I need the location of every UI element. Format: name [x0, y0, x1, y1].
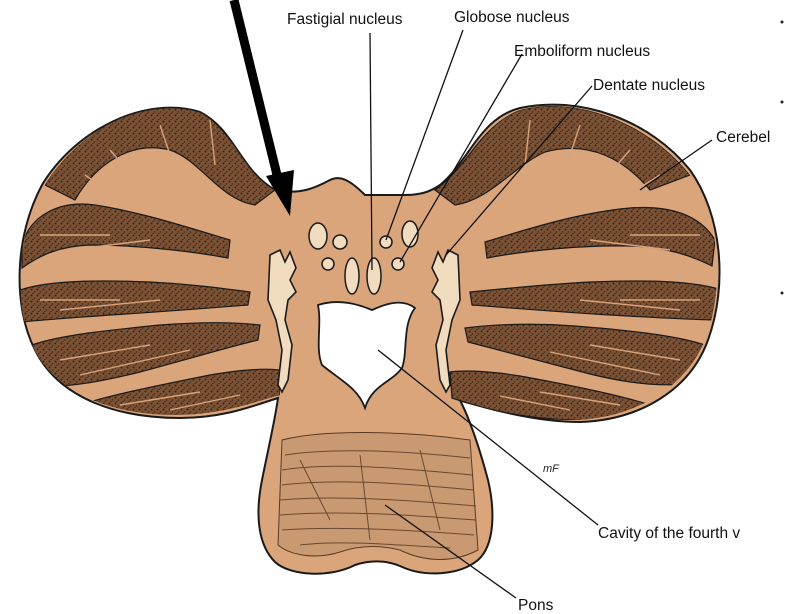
fastigial-nucleus-left — [345, 258, 359, 294]
globose-nucleus-left-1 — [333, 235, 347, 249]
globose-nucleus-right-1 — [380, 236, 392, 248]
emboliform-nucleus-right — [402, 221, 418, 247]
right-edge-marks — [781, 21, 784, 295]
globose-nucleus-left-2 — [322, 258, 334, 270]
label-dentate-nucleus: Dentate nucleus — [593, 77, 705, 94]
label-cerebellum: Cerebel — [716, 129, 770, 146]
emboliform-nucleus-left — [309, 223, 327, 249]
label-globose-nucleus: Globose nucleus — [454, 9, 570, 26]
label-emboliform-nucleus: Emboliform nucleus — [514, 43, 650, 60]
fastigial-nucleus-right — [367, 258, 381, 294]
label-cavity-fourth-ventricle: Cavity of the fourth v — [598, 525, 740, 542]
artist-signature: mF — [543, 463, 560, 475]
label-pons: Pons — [518, 597, 554, 614]
globose-nucleus-right-2 — [392, 258, 404, 270]
pons-fibers — [278, 433, 478, 560]
label-fastigial-nucleus: Fastigial nucleus — [287, 11, 403, 28]
